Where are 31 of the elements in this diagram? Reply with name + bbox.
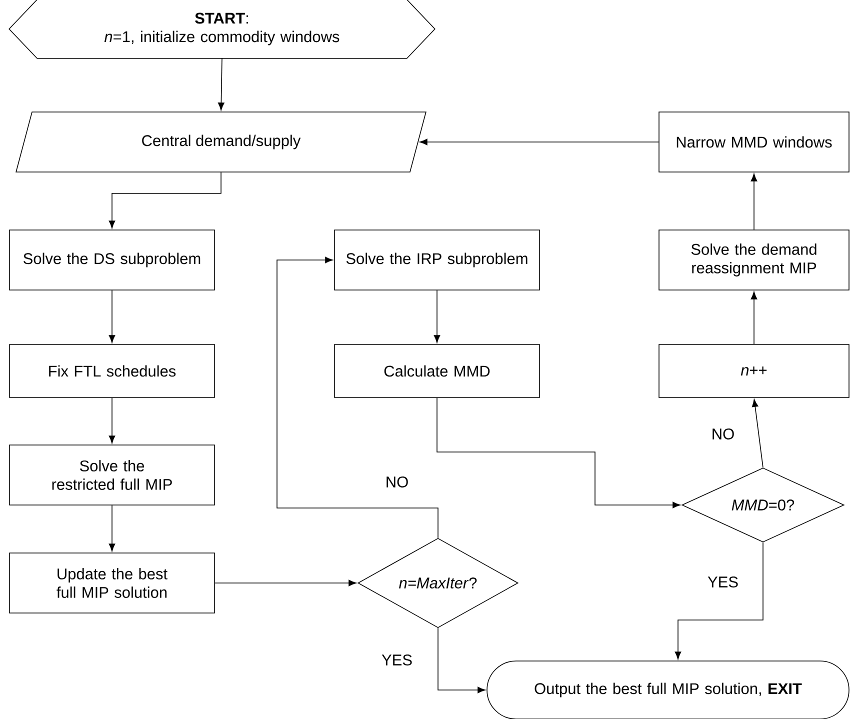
process-box: Fix FTL schedules: [9, 344, 215, 398]
arrow: [436, 397, 680, 508]
arrow: [108, 290, 116, 343]
arrow: [108, 397, 116, 444]
arrow: [750, 292, 758, 344]
edge-label: YES: [380, 654, 414, 666]
terminal-box: Output the best full MIP solution, EXIT: [486, 660, 850, 719]
arrow: [434, 290, 440, 343]
data-parallelogram: Central demand/supply: [16, 112, 426, 172]
arrow: [420, 138, 659, 146]
process-box: n++: [658, 344, 850, 398]
edge-label: NO: [710, 428, 736, 440]
arrow: [438, 628, 486, 694]
arrow: [108, 172, 222, 228]
edge-label: YES: [706, 576, 740, 588]
process-box: Narrow MMD windows: [658, 112, 850, 172]
process-box: Calculate MMD: [334, 344, 540, 398]
edge-label: NO: [384, 476, 410, 488]
start-hexagon: START: n=1, initialize commodity windows: [8, 0, 436, 59]
arrow: [674, 542, 764, 660]
arrow: [750, 174, 758, 230]
arrow: [752, 399, 764, 468]
process-box: Solve the DS subproblem: [9, 230, 215, 290]
arrow: [276, 256, 438, 538]
process-box: Solve the restricted full MIP: [9, 444, 215, 506]
arrow: [108, 504, 116, 552]
arrow: [214, 580, 356, 586]
arrow: [218, 58, 224, 110]
process-box: Solve the demand reassignment MIP: [658, 230, 850, 290]
process-box: Update the best full MIP solution: [9, 552, 215, 614]
process-box: Solve the IRP subproblem: [334, 230, 540, 290]
